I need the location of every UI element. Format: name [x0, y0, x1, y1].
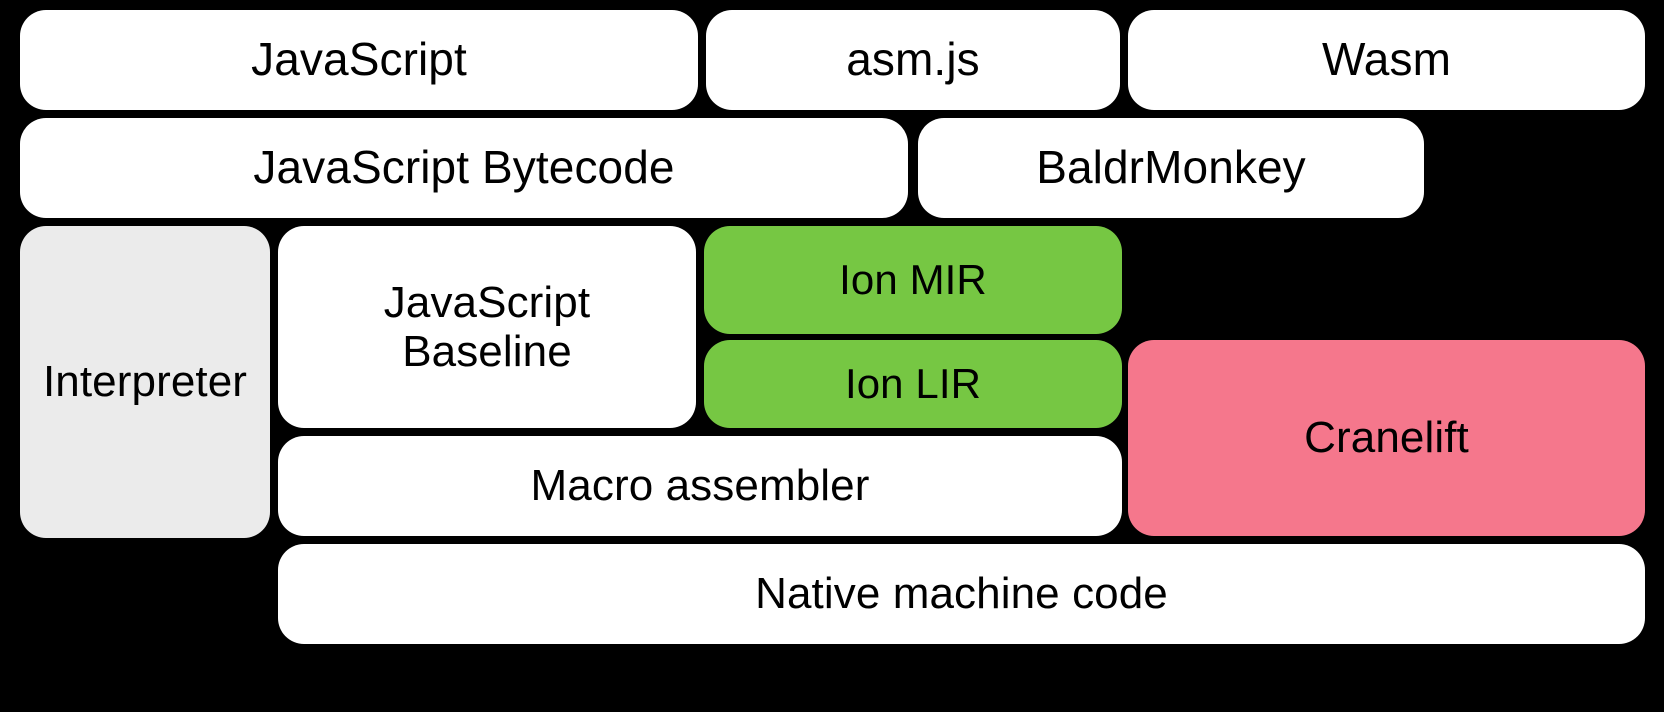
- node-cranelift[interactable]: Cranelift: [1128, 340, 1645, 536]
- node-native-machine-code[interactable]: Native machine code: [278, 544, 1645, 644]
- node-macro-assembler[interactable]: Macro assembler: [278, 436, 1122, 536]
- node-asm-js[interactable]: asm.js: [706, 10, 1120, 110]
- node-ion-lir[interactable]: Ion LIR: [704, 340, 1122, 428]
- node-javascript-baseline[interactable]: JavaScript Baseline: [278, 226, 696, 428]
- node-ion-mir[interactable]: Ion MIR: [704, 226, 1122, 334]
- node-wasm[interactable]: Wasm: [1128, 10, 1645, 110]
- node-baldrmonkey[interactable]: BaldrMonkey: [918, 118, 1424, 218]
- node-javascript[interactable]: JavaScript: [20, 10, 698, 110]
- node-javascript-bytecode[interactable]: JavaScript Bytecode: [20, 118, 908, 218]
- node-interpreter[interactable]: Interpreter: [20, 226, 270, 538]
